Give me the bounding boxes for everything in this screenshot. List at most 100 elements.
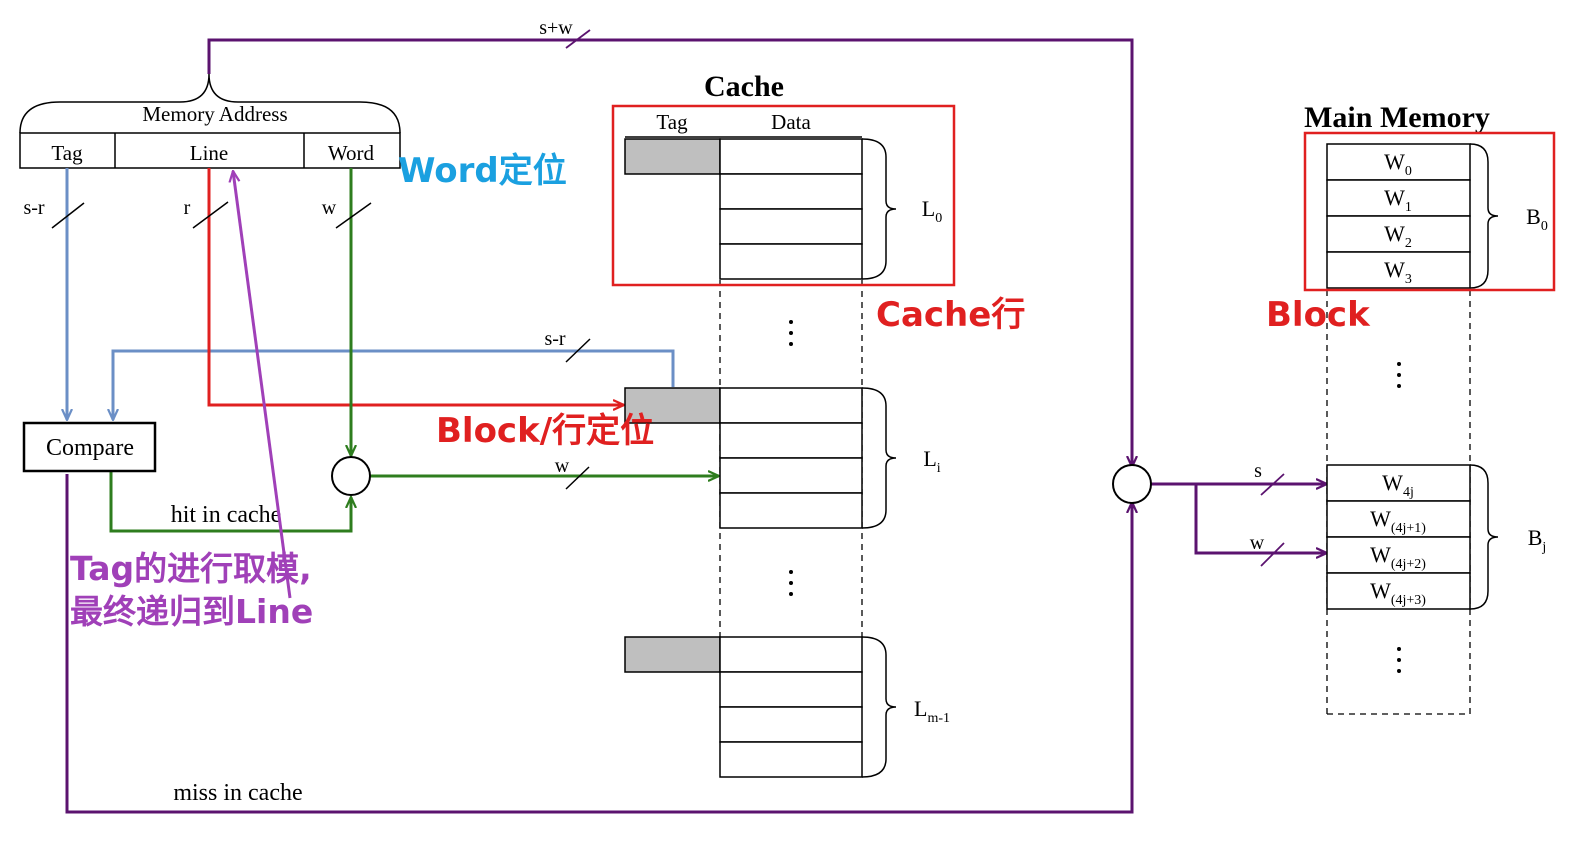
cache-title: Cache [704,70,784,103]
bus-label-w2: w [1250,532,1265,554]
line-path: r [184,168,624,405]
cache-data-cell [719,492,863,529]
cache-data-cell [719,706,863,743]
cache-data-cell [719,741,863,778]
cache-data-cell [719,457,863,494]
ellipsis-dot [789,592,793,596]
memory-w-line [1194,484,1327,553]
cache-data-cell [719,387,863,424]
cache-col-tag: Tag [656,110,688,134]
address-word-label: Word [328,141,375,165]
tag-feedback-line [113,349,675,420]
compare-box: Compare [22,421,157,473]
ellipsis-dot [1397,658,1401,662]
memory-word-cell [1326,179,1471,217]
block-annotation: Block [1266,295,1371,335]
memory-title: Main Memory [1304,101,1490,134]
cache-line-annotation: Cache行 [876,295,1025,335]
bus-label-tag: s-r [23,197,44,219]
cache-data-cell [719,208,863,245]
ellipsis-dot [1397,362,1401,366]
cache-line-brace [861,636,897,778]
ellipsis-dot [789,331,793,335]
bus-label-feedback: s-r [544,328,565,350]
memory-block-label: B0 [1526,204,1548,234]
bus-label-to-data: w [555,455,570,477]
ellipsis-dot [789,342,793,346]
address-tag-label: Tag [51,141,83,165]
cache-line-highlight [611,104,956,287]
bus-slash [1260,542,1285,567]
data-select-node [331,456,371,496]
bus-slash [565,29,591,49]
cache-col-data: Data [771,110,811,134]
cache-data-cell [719,636,863,673]
memory-address: Memory Address Tag Line Word [19,73,401,169]
cache-data-cell [719,138,863,175]
bus-slash [192,201,229,229]
memory-word-label: W0 [1384,149,1412,179]
hit-label: hit in cache [171,502,282,528]
main-memory: Main Memory W0W1W2W3B0W4jW(4j+1)W(4j+2)W… [1303,101,1556,715]
miss-path-line [65,474,1132,814]
block-highlight [1303,131,1556,292]
ellipsis-dot [789,570,793,574]
memory-word-cell [1326,215,1471,253]
bus-slash [51,202,85,229]
bus-slash [565,338,591,363]
bus-label-word: w [322,197,337,219]
cache-tag-cell [624,138,721,175]
bus-slash [335,202,372,229]
bus-label-top: s+w [539,17,573,39]
memory-word-cell [1326,143,1471,181]
cache-data-cell [719,243,863,280]
memory-select-node [1112,464,1152,504]
memory-word-label: W(4j+1) [1370,506,1426,536]
cache-data-cell [719,422,863,459]
line-bus-line [207,168,624,405]
bus-label-line: r [184,197,191,219]
memory-word-label: W4j [1382,470,1414,500]
block-locate-annotation: Block/行定位 [436,411,654,451]
cache-line-label: Lm-1 [914,696,950,726]
memory-word-label: W2 [1384,221,1412,251]
compare-label: Compare [46,435,134,461]
memory-word-label: W(4j+3) [1370,578,1426,608]
memory-word-label: W3 [1384,257,1412,287]
ellipsis-dot [1397,669,1401,673]
ellipsis-dot [789,581,793,585]
memory-word-cell [1326,500,1471,538]
bus-label-s: s [1254,460,1262,482]
miss-label: miss in cache [173,780,302,806]
top-bus-line [207,38,1132,467]
memory-word-label: W(4j+2) [1370,542,1426,572]
cache-tag-cell [624,387,721,424]
cache-tag-cell [624,636,721,673]
tag-path: s-r s-r [23,168,675,420]
cache-line-brace [861,138,897,280]
memory-word-label: W1 [1384,185,1412,215]
word-path: w w hit in cache [109,168,719,533]
ellipsis-dot [789,320,793,324]
memory-word-cell [1326,572,1471,610]
ellipsis-dot [1397,373,1401,377]
ellipsis-dot [1397,384,1401,388]
memory-block-label: Bj [1528,525,1547,555]
cache-line-label: Li [923,446,940,476]
tag-mod-annotation-line2: 最终递归到Line [70,592,313,631]
memory-block-brace [1469,464,1499,610]
ellipsis-dot [1397,647,1401,651]
tag-mod-annotation-arrow [233,171,292,599]
memory-word-cell [1326,251,1471,289]
cache-data-cell [719,671,863,708]
cache-line-brace [861,387,897,529]
bus-slash [565,466,590,490]
address-line-label: Line [190,141,228,165]
cache-line-label: L0 [922,196,942,226]
hit-path-line [109,468,351,533]
bus-slash [1260,473,1285,496]
